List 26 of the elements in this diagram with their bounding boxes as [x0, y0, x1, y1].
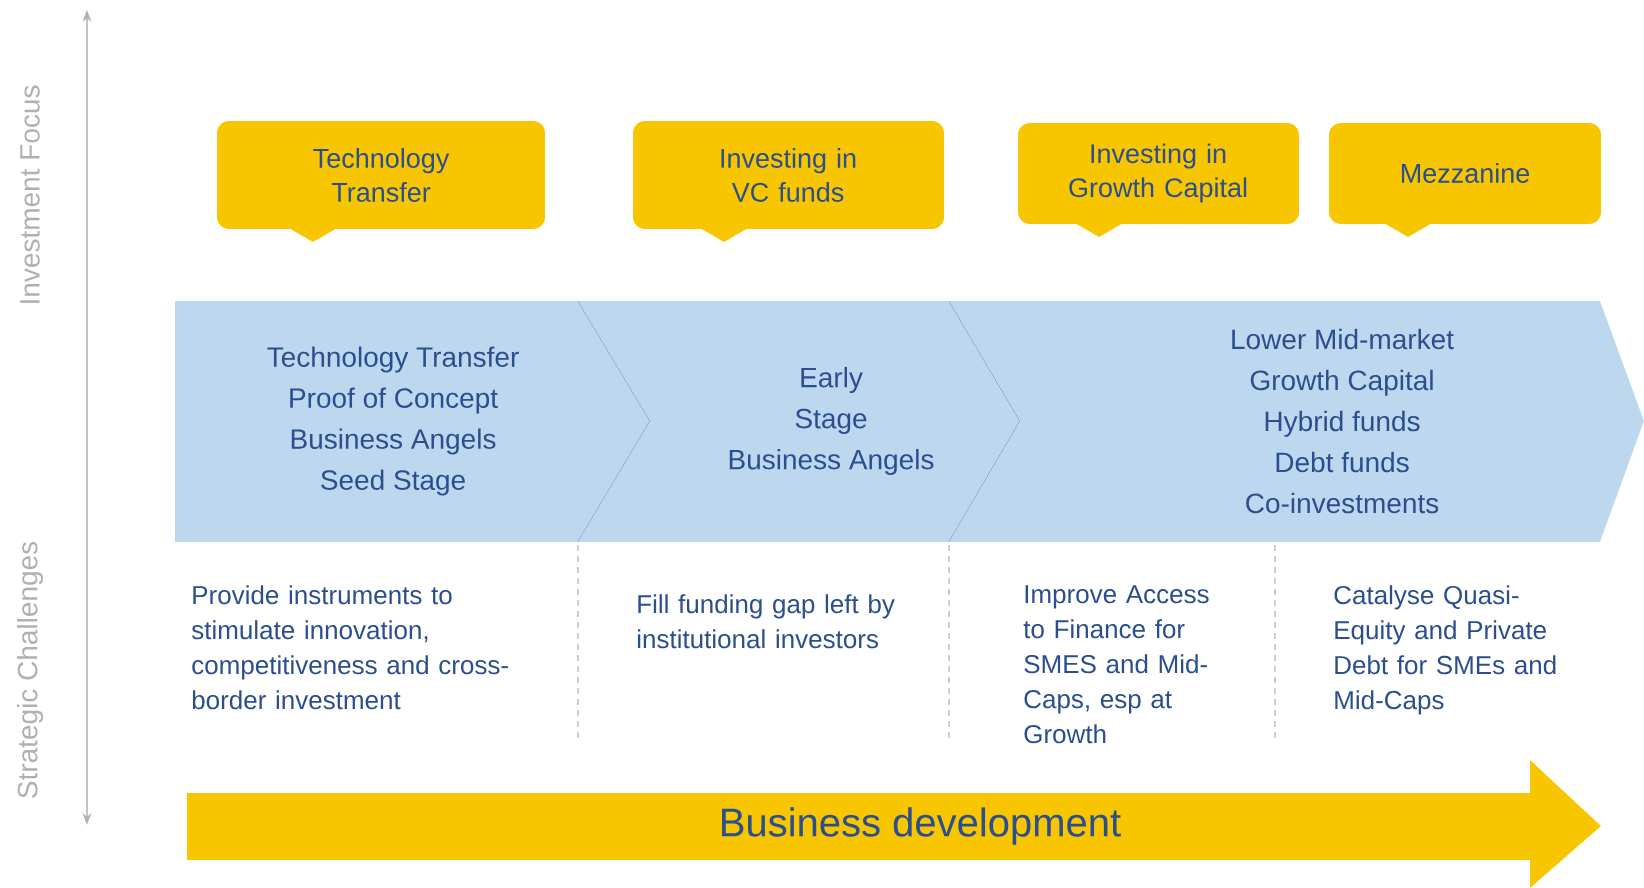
chevron-stage: Early Stage Business Angels [578, 300, 1021, 543]
axis-label: Investment Focus [20, 85, 40, 303]
node-label: Early [801, 366, 863, 394]
challenge-text: Improve Access to Finance for SMES and Mid-Caps, esp at Growth [1023, 585, 1209, 744]
chevron-stage: Lower Mid-market Growth Capital Hybrid funds Debt funds Co-investments [949, 301, 1644, 542]
node-label: Growth Capital [1250, 369, 1433, 396]
callout-box: Technology Transfer [217, 121, 545, 242]
callout-box: Investing in Growth Capital [1018, 123, 1299, 237]
node-label: Debt funds [1276, 451, 1409, 473]
callout-box: Investing in VC funds [633, 121, 944, 242]
node-label: Lower Mid-market [1232, 328, 1454, 350]
node-label: Hybrid funds [1265, 410, 1420, 437]
node-label: Technology Transfer [267, 346, 519, 373]
node-label: Co-investments [1246, 492, 1439, 514]
callout-box: Mezzanine [1329, 123, 1601, 237]
node-label: Proof of Concept [290, 387, 498, 414]
node-label: Stage [795, 408, 867, 435]
challenge-text: Provide instruments to stimulate innovation, competitiveness and cross-border investment [191, 585, 508, 710]
node-label: Seed Stage [321, 469, 465, 496]
challenge-text: Fill funding gap left by institutional investors [637, 594, 895, 649]
arrow-banner: Business development [187, 760, 1601, 888]
challenge-text: Catalyse Quasi-Equity and Private Debt for SMEs and Mid-Caps [1334, 585, 1556, 715]
axis-label: Strategic Challenges [16, 541, 44, 798]
chevron-stage: Technology Transfer Proof of Concept Business Angels Seed Stage [175, 300, 651, 543]
node-label: Business Angels [729, 448, 934, 476]
node-label: Business Angels [291, 428, 496, 455]
